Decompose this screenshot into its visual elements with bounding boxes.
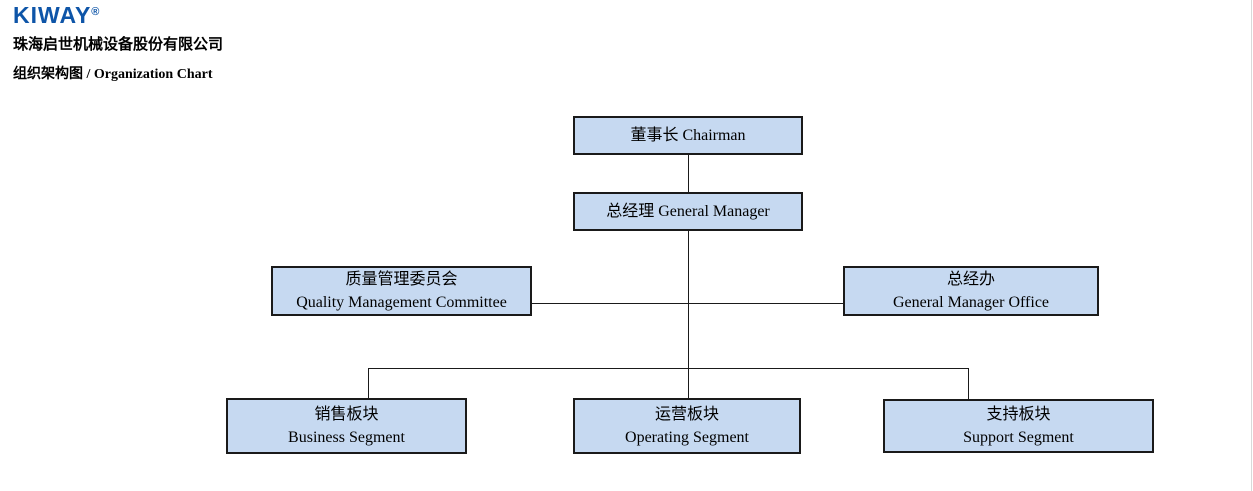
company-name: 珠海启世机械设备股份有限公司: [13, 37, 224, 53]
org-node-operating-segment: 运营板块 Operating Segment: [573, 398, 801, 454]
org-node-quality-management-committee: 质量管理委员会 Quality Management Committee: [271, 266, 532, 316]
org-node-business-segment: 销售板块 Business Segment: [226, 398, 467, 454]
node-label-en: Business Segment: [288, 429, 405, 446]
registered-trademark-icon: ®: [91, 6, 100, 18]
connector-qmc-gmo-horizontal: [532, 303, 843, 304]
org-node-chairman: 董事长 Chairman: [573, 116, 803, 155]
connector-drop-operating: [688, 368, 689, 398]
node-label-en: Operating Segment: [625, 429, 749, 446]
node-label-en: Support Segment: [963, 429, 1074, 446]
connector-drop-business: [368, 368, 369, 398]
node-label-zh: 销售板块: [314, 406, 379, 423]
logo-text: KIWAY: [13, 2, 92, 28]
kiway-logo: KIWAY®: [13, 3, 99, 27]
org-node-general-manager-office: 总经办 General Manager Office: [843, 266, 1099, 316]
connector-chairman-to-gm: [688, 155, 689, 192]
node-label: 总经理 General Manager: [606, 203, 770, 220]
connector-gm-trunk: [688, 231, 689, 368]
org-node-general-manager: 总经理 General Manager: [573, 192, 803, 231]
node-label-zh: 总经办: [946, 271, 995, 288]
org-node-support-segment: 支持板块 Support Segment: [883, 399, 1154, 453]
node-label-zh: 运营板块: [654, 406, 719, 423]
node-label-en: Quality Management Committee: [296, 294, 507, 311]
connector-drop-support: [968, 368, 969, 399]
right-edge-divider: [1251, 0, 1252, 491]
node-label-en: General Manager Office: [892, 294, 1050, 311]
node-label-zh: 支持板块: [986, 406, 1051, 423]
connector-segments-horizontal: [368, 368, 968, 369]
node-label-zh: 质量管理委员会: [345, 271, 458, 288]
page-title: 组织架构图 / Organization Chart: [13, 67, 213, 82]
node-label: 董事长 Chairman: [630, 127, 746, 144]
